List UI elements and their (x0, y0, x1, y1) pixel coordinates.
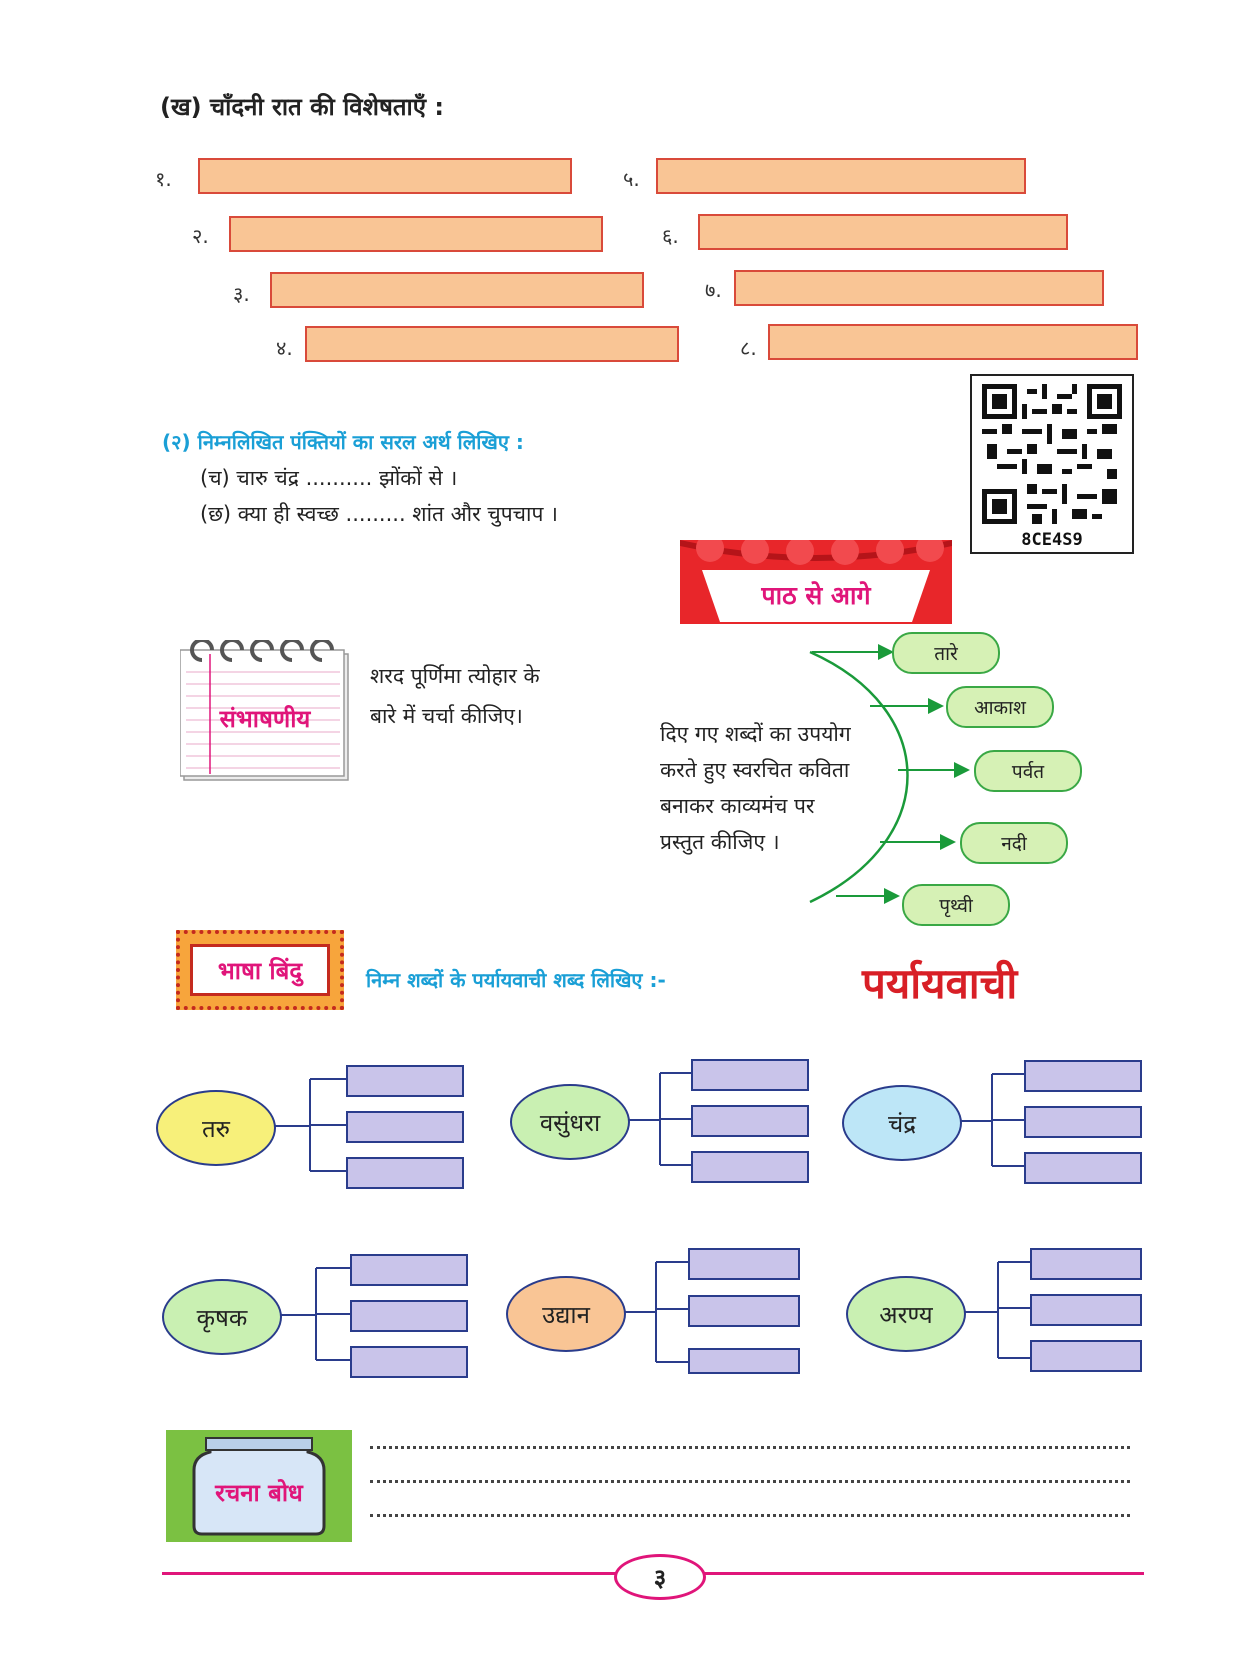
line-cha: (च) चारु चंद्र .......... झोंकों से । (200, 466, 458, 490)
synonym-box-krishak-3[interactable] (350, 1346, 468, 1378)
sambhashaniya-notepad: संभाषणीय (179, 638, 350, 782)
answer-box-1[interactable] (198, 158, 572, 194)
qr-pattern-icon (982, 384, 1122, 524)
synonym-box-taru-3[interactable] (346, 1157, 464, 1189)
word-ellipse-chandra: चंद्र (842, 1085, 962, 1161)
word-pill-prithvi: पृथ्वी (902, 884, 1010, 926)
writing-line-3[interactable] (370, 1512, 1130, 1517)
answer-box-8[interactable] (768, 324, 1138, 360)
answer-box-3[interactable] (270, 272, 644, 308)
synonym-box-vasundhara-1[interactable] (691, 1059, 809, 1091)
item-number-2: २. (192, 224, 209, 248)
writing-line-2[interactable] (370, 1478, 1130, 1483)
answer-box-4[interactable] (305, 326, 679, 362)
answer-box-5[interactable] (656, 158, 1026, 194)
synonym-box-aranya-1[interactable] (1030, 1248, 1142, 1280)
item-number-6: ६. (662, 224, 679, 248)
item-number-1: १. (155, 167, 172, 191)
section-2-title: (२) निम्नलिखित पंक्तियों का सरल अर्थ लिख… (162, 430, 524, 454)
synonym-box-vasundhara-3[interactable] (691, 1151, 809, 1183)
line-chha: (छ) क्या ही स्वच्छ ......... शांत और चुप… (200, 502, 559, 526)
poem-instruction-4: प्रस्तुत कीजिए । (660, 830, 780, 854)
page-number-badge: ३ (614, 1554, 706, 1600)
path-se-aage-banner: पाठ से आगे (680, 534, 952, 624)
synonym-box-udyan-1[interactable] (688, 1248, 800, 1280)
word-ellipse-vasundhara: वसुंधरा (510, 1084, 630, 1160)
bhasha-bindu-badge: भाषा बिंदु (190, 944, 330, 996)
synonym-box-chandra-3[interactable] (1024, 1152, 1142, 1184)
synonym-box-chandra-2[interactable] (1024, 1106, 1142, 1138)
item-number-3: ३. (233, 282, 250, 306)
synonym-box-krishak-1[interactable] (350, 1254, 468, 1286)
word-arrows-diagram (809, 644, 970, 904)
answer-box-7[interactable] (734, 270, 1104, 306)
word-pill-akash: आकाश (946, 686, 1054, 728)
item-number-4: ४. (276, 336, 293, 360)
synonym-box-krishak-2[interactable] (350, 1300, 468, 1332)
qr-code-label: 8CE4S9 (1021, 530, 1083, 550)
poem-instruction-1: दिए गए शब्दों का उपयोग (660, 722, 851, 746)
synonym-box-chandra-1[interactable] (1024, 1060, 1142, 1092)
qr-code[interactable]: 8CE4S9 (970, 374, 1134, 554)
word-ellipse-krishak: कृषक (162, 1279, 282, 1355)
word-ellipse-taru: तरु (156, 1090, 276, 1166)
writing-line-1[interactable] (370, 1444, 1130, 1449)
synonym-box-taru-1[interactable] (346, 1065, 464, 1097)
sambhashaniya-text-2: बारे में चर्चा कीजिए। (370, 704, 523, 728)
synonym-box-vasundhara-2[interactable] (691, 1105, 809, 1137)
word-ellipse-udyan: उद्यान (506, 1276, 626, 1352)
paryayvachi-logo: पर्यायवाची (862, 959, 1018, 1008)
answer-box-2[interactable] (229, 216, 603, 252)
section-kha-title: (ख) चाँदनी रात की विशेषताएँ : (160, 93, 444, 121)
poem-instruction-3: बनाकर काव्यमंच पर (660, 794, 815, 818)
jar-icon (192, 1437, 326, 1536)
page-number: ३ (653, 1563, 667, 1592)
footer-rule-right (694, 1572, 1144, 1575)
rachna-bodh-badge: रचना बोध (215, 1479, 303, 1507)
word-ellipse-aranya: अरण्य (846, 1276, 966, 1352)
word-pill-nadi: नदी (960, 822, 1068, 864)
item-number-5: ५. (623, 167, 640, 191)
synonym-box-taru-2[interactable] (346, 1111, 464, 1143)
synonym-box-udyan-3[interactable] (688, 1348, 800, 1374)
item-number-8: ८. (740, 336, 757, 360)
answer-box-6[interactable] (698, 214, 1068, 250)
sambhashaniya-badge: संभाषणीय (219, 705, 311, 733)
sambhashaniya-text-1: शरद पूर्णिमा त्योहार के (370, 664, 540, 688)
synonym-box-aranya-2[interactable] (1030, 1294, 1142, 1326)
word-pill-tare: तारे (892, 632, 1000, 674)
synonym-box-udyan-2[interactable] (688, 1295, 800, 1327)
synonym-box-aranya-3[interactable] (1030, 1340, 1142, 1372)
path-se-aage-title: पाठ से आगे (761, 581, 871, 610)
word-pill-parvat: पर्वत (974, 750, 1082, 792)
poem-instruction-2: करते हुए स्वरचित कविता (660, 758, 850, 782)
item-number-7: ७. (705, 278, 722, 302)
rachna-bodh-badge-frame: रचना बोध (166, 1430, 352, 1542)
footer-rule-left (162, 1572, 622, 1575)
bhasha-bindu-badge-frame: भाषा बिंदु (176, 930, 344, 1010)
bhasha-bindu-instruction: निम्न शब्दों के पर्यायवाची शब्द लिखिए :- (366, 968, 666, 992)
